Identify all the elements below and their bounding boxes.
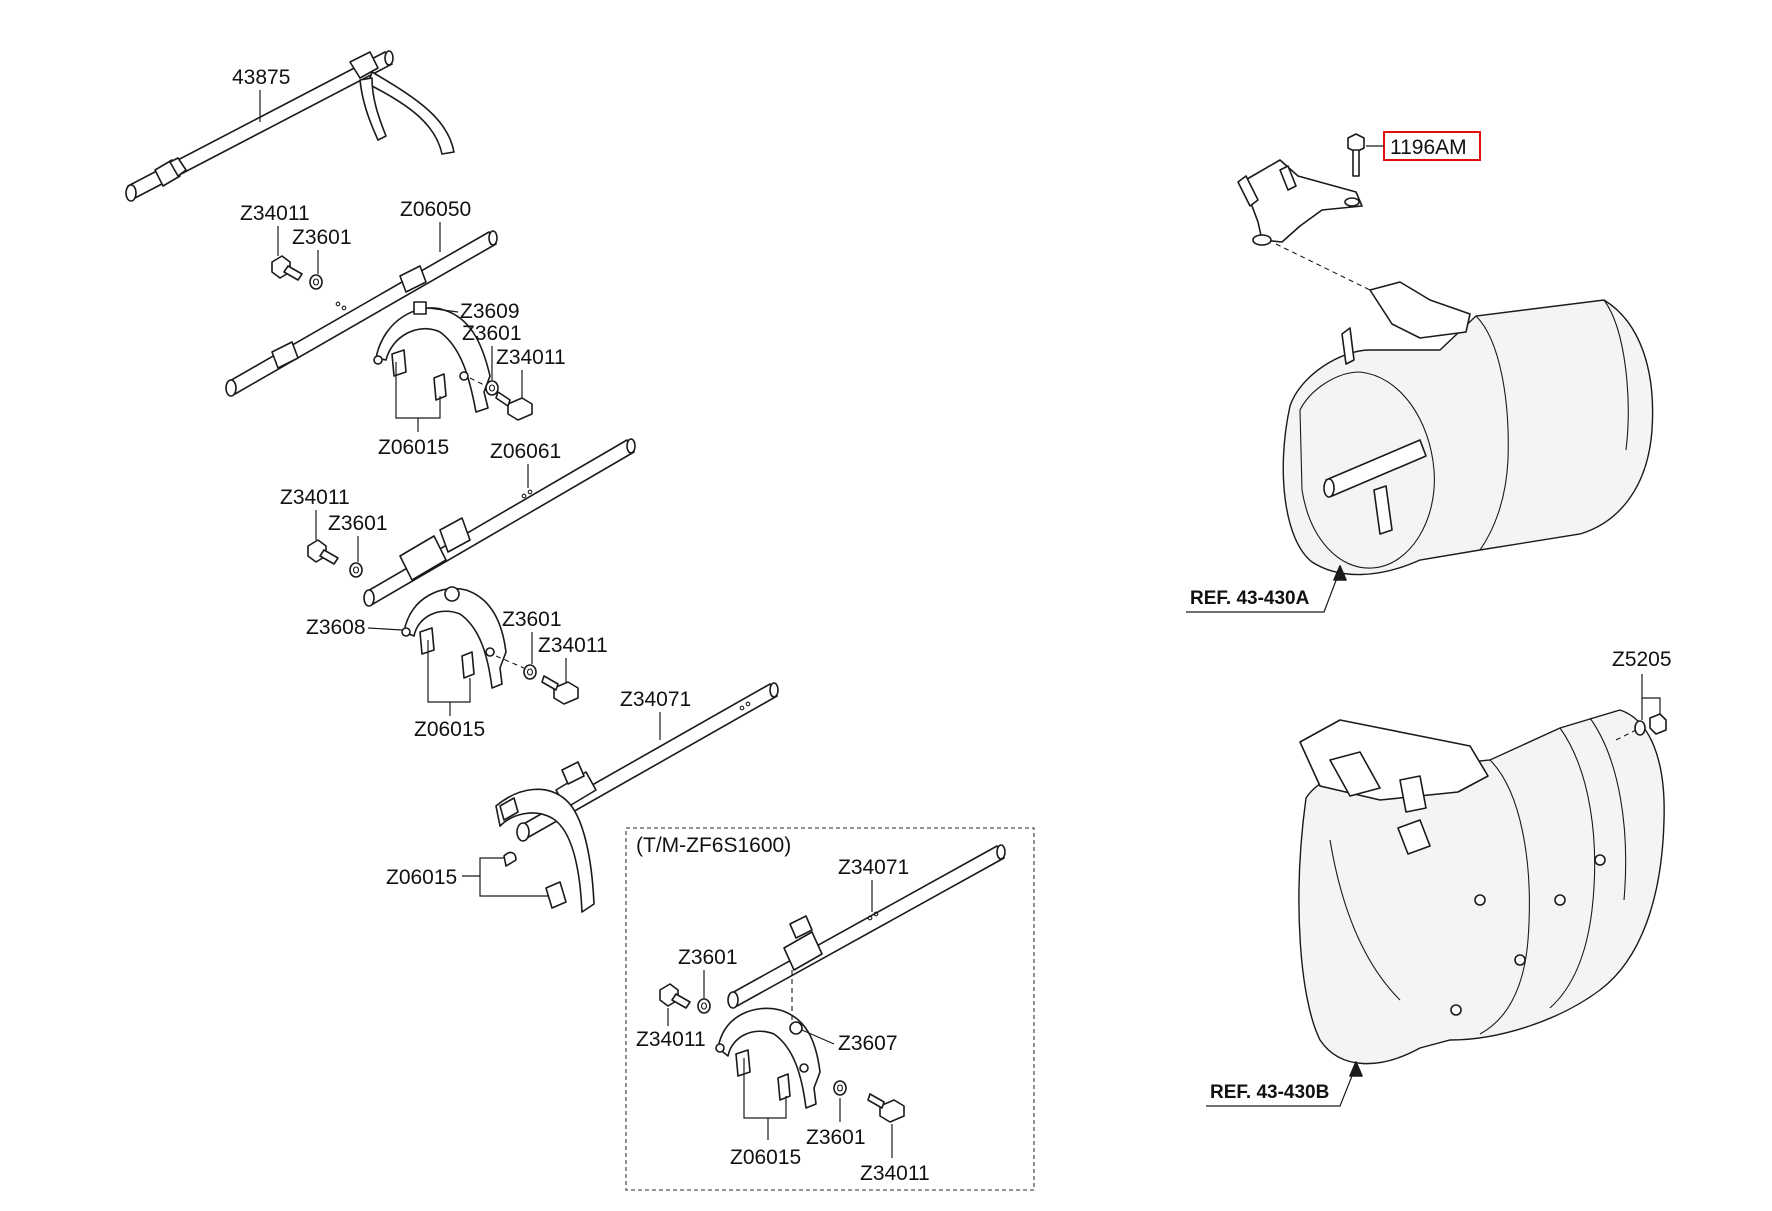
bolt-z34011-e bbox=[659, 983, 691, 1009]
ref-43-430a: REF. 43-430A bbox=[1190, 588, 1310, 609]
washer-z3601-b bbox=[485, 380, 499, 396]
washer-z3601-d bbox=[523, 664, 537, 680]
shift-rod-43875 bbox=[125, 50, 455, 202]
label-z06015-a: Z06015 bbox=[378, 436, 449, 459]
label-z3601-b: Z3601 bbox=[462, 322, 522, 345]
transmission-housing-a bbox=[1282, 281, 1654, 576]
label-z3601-a: Z3601 bbox=[292, 226, 352, 249]
washer-z3601-f bbox=[833, 1080, 847, 1096]
label-z06061: Z06061 bbox=[490, 440, 561, 463]
shift-rod-z06050 bbox=[225, 230, 498, 397]
label-z34011-f: Z34011 bbox=[860, 1162, 930, 1185]
shift-fork-z3609 bbox=[373, 301, 491, 413]
label-z3609: Z3609 bbox=[460, 300, 520, 323]
bolt-z34011-c bbox=[307, 539, 339, 565]
transmission-housing-b bbox=[1298, 709, 1665, 1065]
bolt-z34011-b bbox=[495, 391, 533, 421]
shift-rod-z06061 bbox=[363, 438, 636, 607]
box-title: (T/M-ZF6S1600) bbox=[636, 834, 791, 857]
label-z5205: Z5205 bbox=[1612, 648, 1672, 671]
label-43875: 43875 bbox=[232, 66, 290, 89]
shift-rod-z34071 bbox=[516, 682, 779, 842]
label-z3601-d: Z3601 bbox=[502, 608, 562, 631]
label-z3601-c: Z3601 bbox=[328, 512, 388, 535]
bracket-1196am bbox=[1237, 159, 1363, 246]
label-z3601-e: Z3601 bbox=[678, 946, 738, 969]
label-1196am: 1196AM bbox=[1390, 136, 1467, 159]
washer-z3601-a bbox=[309, 274, 323, 290]
bolt-z34011-a bbox=[271, 255, 303, 281]
label-z34011-a: Z34011 bbox=[240, 202, 310, 225]
ref-43-430b: REF. 43-430B bbox=[1210, 1082, 1329, 1103]
washer-z3601-c bbox=[349, 562, 363, 578]
label-z3607: Z3607 bbox=[838, 1032, 898, 1055]
bolt-1196am bbox=[1347, 133, 1365, 177]
label-z34011-e: Z34011 bbox=[636, 1028, 706, 1051]
label-z3608: Z3608 bbox=[306, 616, 366, 639]
label-z34011-b: Z34011 bbox=[496, 346, 566, 369]
variant-box bbox=[625, 827, 1035, 1191]
label-z34071-a: Z34071 bbox=[620, 688, 691, 711]
label-z06015-b: Z06015 bbox=[414, 718, 485, 741]
label-z3601-f: Z3601 bbox=[806, 1126, 866, 1149]
bolt-z34011-d bbox=[541, 675, 579, 705]
label-z34071-b: Z34071 bbox=[838, 856, 909, 879]
shift-rod-z34071-variant bbox=[727, 844, 1006, 1009]
shift-fork-z3607 bbox=[715, 1007, 821, 1109]
label-z34011-c: Z34011 bbox=[280, 486, 350, 509]
label-z06015-c: Z06015 bbox=[386, 866, 457, 889]
bolt-z34011-f bbox=[867, 1093, 905, 1123]
shift-fork-z3608 bbox=[401, 586, 507, 689]
label-z34011-d: Z34011 bbox=[538, 634, 608, 657]
shift-fork-z34071 bbox=[495, 788, 595, 913]
label-z06015-d: Z06015 bbox=[730, 1146, 801, 1169]
plug-z5205 bbox=[1634, 713, 1667, 736]
label-z06050: Z06050 bbox=[400, 198, 471, 221]
washer-z3601-e bbox=[697, 998, 711, 1014]
